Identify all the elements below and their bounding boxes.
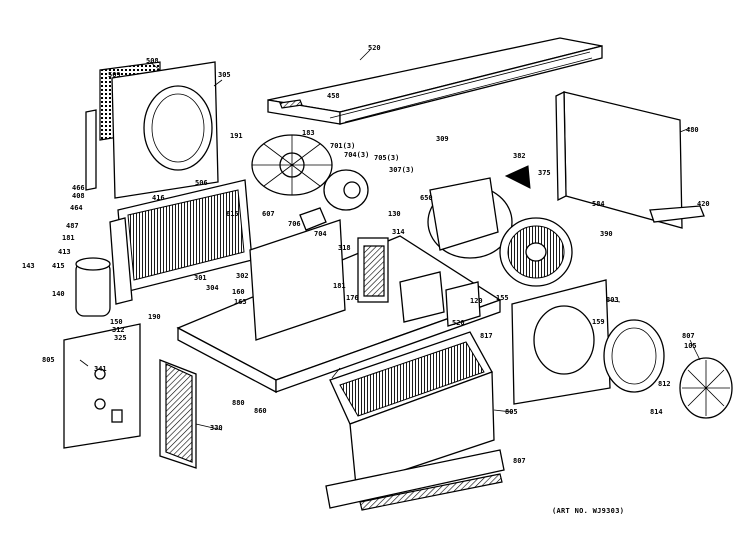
callout: 607 bbox=[262, 210, 275, 218]
callout: 307(3) bbox=[389, 166, 414, 174]
callout: 105 bbox=[684, 342, 697, 350]
callout: 382 bbox=[513, 152, 526, 160]
callout: 650 bbox=[420, 194, 433, 202]
callout: 704(3) bbox=[344, 151, 369, 159]
callout: 487 bbox=[66, 222, 79, 230]
callout: 420 bbox=[697, 200, 710, 208]
callout: 159 bbox=[592, 318, 605, 326]
callout: 706 bbox=[288, 220, 301, 228]
callout: 701(3) bbox=[330, 142, 355, 150]
evaporator-coil bbox=[325, 331, 505, 511]
callout: 415 bbox=[52, 262, 65, 270]
callout: 176 bbox=[346, 294, 359, 302]
callout: 520 bbox=[452, 319, 465, 327]
callout: 341 bbox=[94, 365, 107, 373]
callout: 160 bbox=[232, 288, 245, 296]
callout: 130 bbox=[388, 210, 401, 218]
callout: 143 bbox=[22, 262, 35, 270]
callout: 807 bbox=[513, 457, 526, 465]
callout: 508 bbox=[146, 57, 159, 65]
callout: 480 bbox=[686, 126, 699, 134]
callout: 140 bbox=[52, 290, 65, 298]
callout: 615 bbox=[226, 210, 239, 218]
fan-motor bbox=[299, 169, 369, 231]
leader-lines bbox=[79, 49, 701, 431]
callout: 812 bbox=[658, 380, 671, 388]
insulation-block bbox=[504, 165, 531, 189]
base-pan bbox=[176, 219, 502, 394]
callout: 416 bbox=[152, 194, 165, 202]
condenser-coil bbox=[109, 179, 253, 305]
callout: 860 bbox=[254, 407, 267, 415]
compressor bbox=[75, 257, 111, 317]
callout: 520 bbox=[368, 44, 381, 52]
control-panel bbox=[63, 323, 141, 449]
callout: 805 bbox=[505, 408, 518, 416]
callout: 302 bbox=[236, 272, 249, 280]
callout: 805 bbox=[42, 356, 55, 364]
callout: 584 bbox=[592, 200, 605, 208]
callout: 301 bbox=[194, 274, 207, 282]
callout: 704 bbox=[314, 230, 327, 238]
callout: 466 bbox=[72, 184, 85, 192]
callout: 464 bbox=[70, 204, 83, 212]
callout: 314 bbox=[392, 228, 405, 236]
callout: 190 bbox=[148, 313, 161, 321]
callout: 163 bbox=[234, 298, 247, 306]
callout: 120 bbox=[470, 297, 483, 305]
callout: 155 bbox=[496, 294, 509, 302]
side-panel bbox=[555, 90, 705, 229]
callout: 309 bbox=[436, 135, 449, 143]
callout-labels: 508 509 305 520 458 191 183 701(3) 704(3… bbox=[22, 44, 710, 465]
callout: 181 bbox=[333, 282, 346, 290]
callout: 183 bbox=[302, 129, 315, 137]
blower-assembly bbox=[427, 177, 573, 287]
callout: 814 bbox=[650, 408, 663, 416]
callout: 807 bbox=[682, 332, 695, 340]
callout: 509 bbox=[108, 71, 121, 79]
callout: 880 bbox=[232, 399, 245, 407]
callout: 705(3) bbox=[374, 154, 399, 162]
callout: 817 bbox=[480, 332, 493, 340]
art-number-label: (ART NO. WJ9303) bbox=[552, 507, 625, 515]
callout: 803 bbox=[606, 296, 619, 304]
callout: 150 bbox=[110, 318, 123, 326]
callout: 390 bbox=[600, 230, 613, 238]
callout: 330 bbox=[210, 424, 223, 432]
electrical-box bbox=[357, 237, 481, 327]
condenser-screen bbox=[85, 61, 219, 199]
callout: 458 bbox=[327, 92, 340, 100]
callout: 304 bbox=[206, 284, 219, 292]
callout: 375 bbox=[538, 169, 551, 177]
callout: 181 bbox=[62, 234, 75, 242]
callout: 413 bbox=[58, 248, 71, 256]
side-bracket-panel bbox=[159, 359, 197, 469]
callout: 408 bbox=[72, 192, 85, 200]
callout: 305 bbox=[218, 71, 231, 79]
callout: 318 bbox=[338, 244, 351, 252]
callout: 191 bbox=[230, 132, 243, 140]
callout: 312 bbox=[112, 326, 125, 334]
top-cover-panel bbox=[267, 37, 603, 125]
condenser-fan-blade bbox=[251, 134, 333, 196]
evaporator-fan bbox=[603, 319, 733, 419]
callout: 325 bbox=[114, 334, 127, 342]
callout: 506 bbox=[195, 179, 208, 187]
bulkhead-panel bbox=[511, 279, 611, 405]
